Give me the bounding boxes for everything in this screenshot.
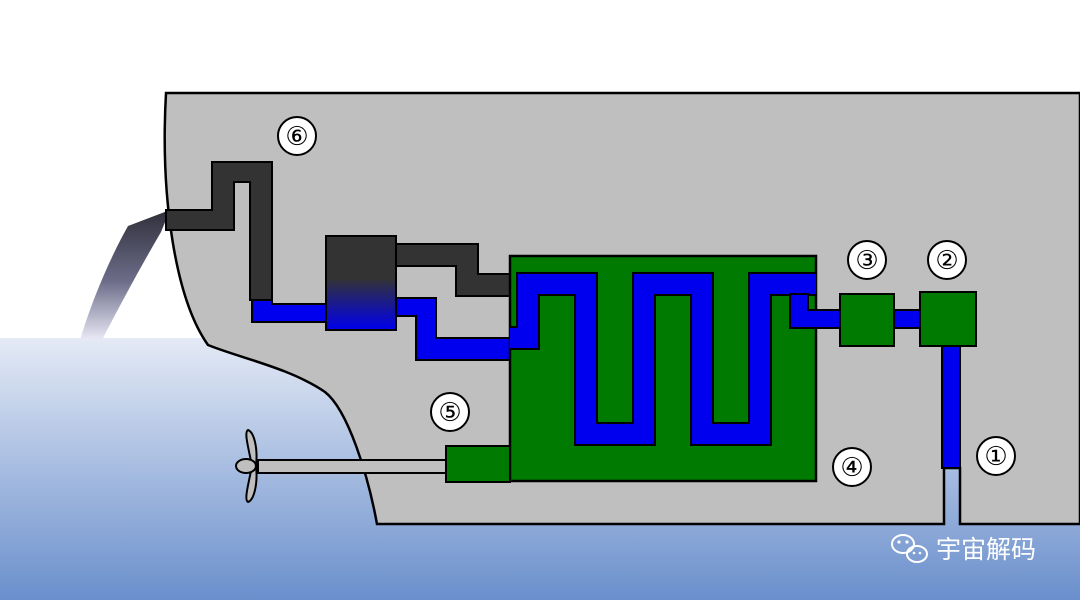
label-filter: ② (927, 240, 967, 280)
pump-filter-pipe (893, 309, 921, 329)
exhaust-duct-lower (251, 299, 327, 323)
label-propeller-motor-text: ⑤ (438, 398, 461, 428)
label-water-intake-text: ① (984, 442, 1007, 472)
watermark-text: 宇宙解码 (936, 535, 1036, 564)
label-pump: ③ (847, 240, 887, 280)
propeller-shaft (257, 459, 447, 474)
label-exhaust: ⑥ (277, 116, 317, 156)
label-filter-text: ② (935, 246, 958, 276)
propeller (235, 428, 258, 504)
label-pump-text: ③ (855, 246, 878, 276)
watermark: 宇宙解码 (891, 534, 1036, 564)
pump-box (839, 293, 895, 347)
motor-box (445, 445, 511, 483)
label-exhaust-text: ⑥ (285, 122, 308, 152)
label-reactor-text: ④ (840, 453, 863, 483)
water-intake-pipe (941, 345, 961, 469)
exhaust-plume (80, 210, 170, 340)
label-reactor: ④ (832, 447, 872, 487)
separator-chamber (325, 235, 397, 331)
label-propeller-motor: ⑤ (430, 392, 470, 432)
serpentine-coil-fill (510, 274, 816, 444)
label-water-intake: ① (976, 436, 1016, 476)
exhaust-duct (165, 161, 273, 301)
wechat-icon (891, 534, 928, 563)
filter-box (919, 291, 977, 347)
